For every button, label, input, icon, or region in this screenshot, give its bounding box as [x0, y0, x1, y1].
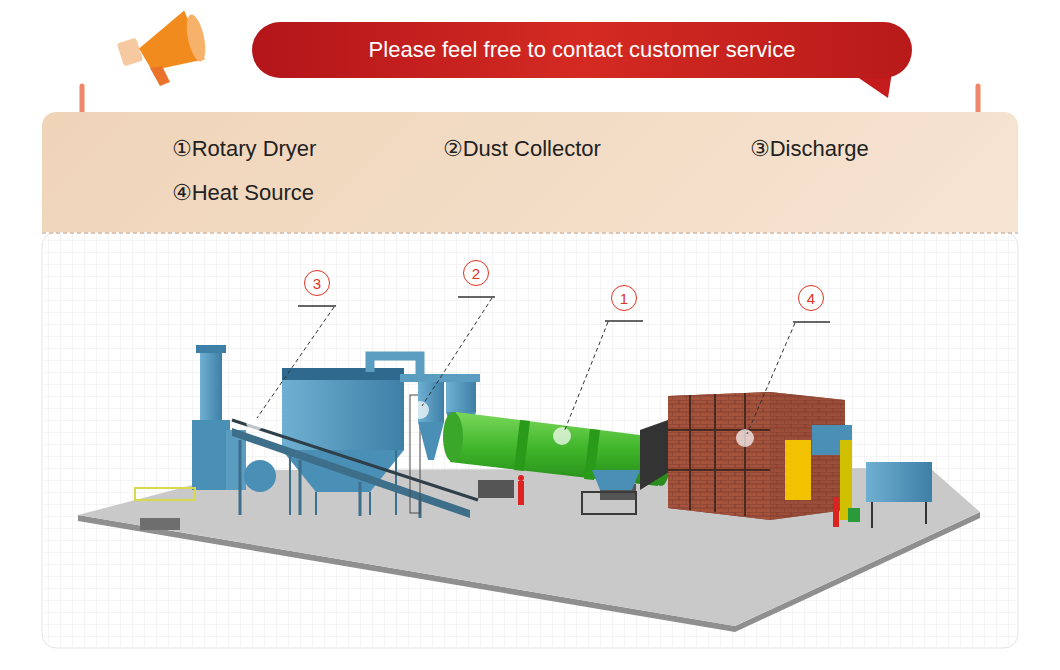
callout-number: 1 [620, 291, 628, 306]
callout-circle: 4 [798, 285, 824, 311]
leader-lines [257, 297, 830, 434]
lower-panel [42, 232, 1018, 648]
brick-furnace [668, 392, 852, 520]
part-name: ③Discharge [750, 136, 869, 162]
callout-number: 2 [472, 266, 480, 281]
part-name: ①Rotary Dryer [172, 136, 316, 162]
callout-circle: 3 [304, 270, 330, 296]
legend-panel: ①Rotary Dryer ②Dust Collector ③Discharge ④H… [42, 112, 1018, 232]
chimney [135, 345, 276, 500]
grid-ground [44, 234, 1016, 646]
worker-figures [518, 475, 860, 527]
contact-banner: Please feel free to contact customer ser… [252, 22, 912, 78]
callout-number: 4 [807, 291, 815, 306]
banner-text: Please feel free to contact customer ser… [369, 37, 796, 63]
feed-bin [866, 462, 932, 528]
callout-circle: 1 [611, 285, 637, 311]
megaphone-icon [117, 8, 209, 86]
part-name: ②Dust Collector [443, 136, 601, 162]
part-markers [246, 401, 754, 447]
dashed-divider [42, 232, 1018, 234]
rotary-dryer-drum [443, 412, 672, 500]
callout-circle: 2 [463, 260, 489, 286]
belt-conveyor [232, 420, 478, 518]
feeder-hopper [582, 470, 640, 514]
part-name: ④Heat Source [172, 180, 314, 206]
callout-number: 3 [313, 276, 321, 291]
